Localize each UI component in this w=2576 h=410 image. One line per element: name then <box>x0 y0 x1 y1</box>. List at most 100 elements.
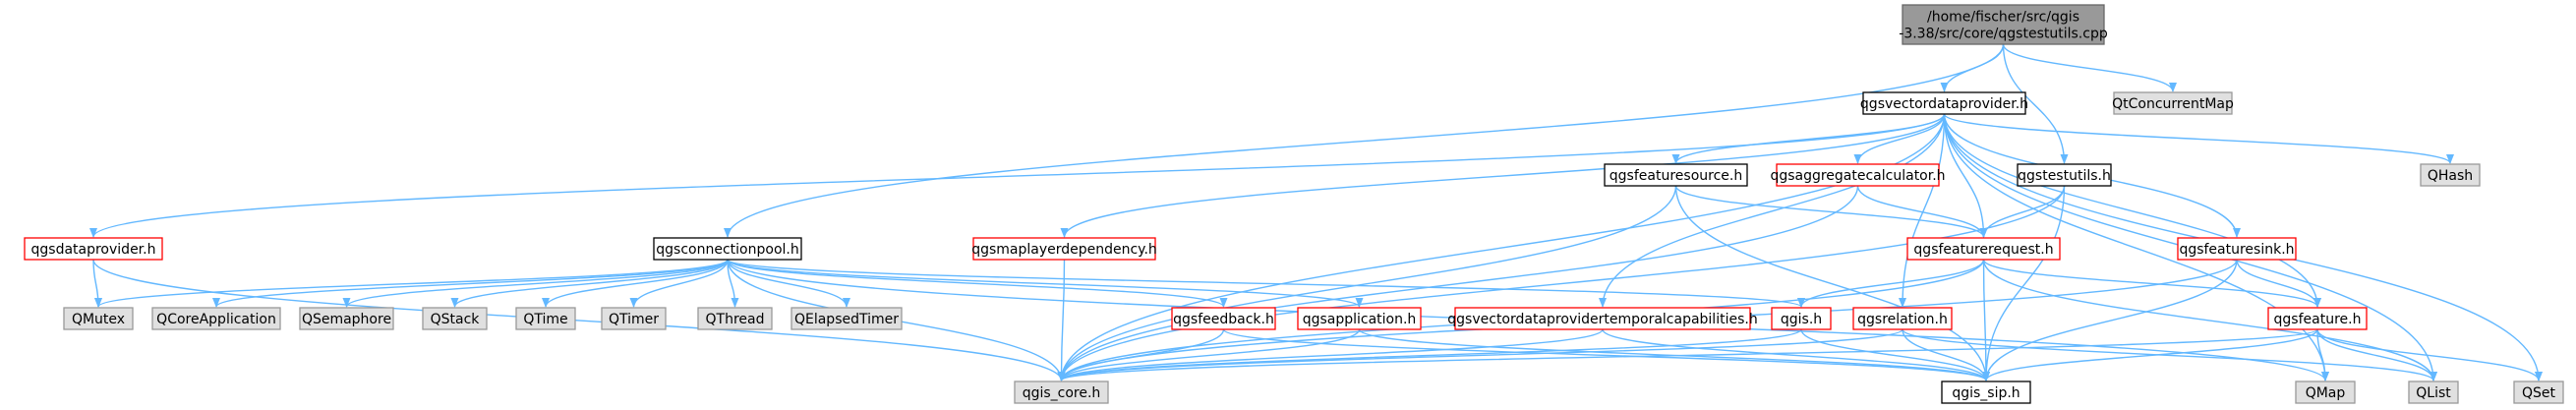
node-box-qgsvectordataprovider <box>1862 91 2026 115</box>
node-box-qgsconnectionpool <box>653 237 802 261</box>
edge-qgsfeature-to-qmap <box>2316 328 2329 381</box>
edge-qgsfeature-to-qlist <box>2316 328 2437 381</box>
node-label-qcoreapplication: QCoreApplication <box>156 312 276 327</box>
node-box-qtimer <box>601 307 667 330</box>
node-qgsfeature[interactable]: qgsfeature.h <box>2267 307 2368 330</box>
node-qmap: QMap <box>2295 381 2356 404</box>
edge-root-to-qgsconnectionpool <box>724 43 2005 238</box>
node-box-qgsrelation <box>1852 307 1953 330</box>
node-qgsrelation[interactable]: qgsrelation.h <box>1852 307 1953 330</box>
node-qgsfeaturesink[interactable]: qgsfeaturesink.h <box>2177 237 2297 261</box>
edge-qgsfeaturerequest-to-qgis <box>1797 259 1985 308</box>
edge-qgsvectordataprovider-to-qgsmaplayerdependency <box>1060 113 1946 238</box>
node-box-qgstestutils <box>2017 163 2112 187</box>
edge-qgsconnectionpool-to-qelapsedtimer <box>727 259 850 308</box>
edge-qgsvectordataprovider-to-qgsfeaturerequest <box>1943 113 1988 238</box>
node-box-qgis_sip <box>1941 381 2031 404</box>
node-label-qgsmaplayerdependency: qgsmaplayerdependency.h <box>971 242 1157 258</box>
node-box-qgsfeaturerequest <box>1906 237 2061 261</box>
node-label-qgis_core: qgis_core.h <box>1023 385 1101 401</box>
node-qgsfeedback[interactable]: qgsfeedback.h <box>1171 307 1276 330</box>
node-qgsvectordataprovidertemporalcapabilities[interactable]: qgsvectordataprovidertemporalcapabilitie… <box>1447 307 1758 330</box>
node-label-qtconcurrentmap: QtConcurrentMap <box>2112 96 2234 112</box>
edge-qgsvectordataprovider-to-qmap <box>1943 113 2329 381</box>
edge-qgsmaplayerdependency-to-qgis_core <box>1057 259 1066 381</box>
node-qgsdataprovider[interactable]: qgsdataprovider.h <box>24 237 163 261</box>
edge-qgsvectordataprovider-to-qhash <box>1943 113 2454 164</box>
node-label-qgsfeaturesink: qgsfeaturesink.h <box>2179 242 2294 258</box>
edge-qgsconnectionpool-to-qthread <box>727 259 739 308</box>
edge-qgsaggregatecalculator-to-qgis_core <box>1057 185 1859 381</box>
node-qgis[interactable]: qgis.h <box>1771 307 1832 330</box>
edge-qgsfeaturerequest-to-qgis_sip <box>1981 259 1990 381</box>
edge-qgsvectordataprovidertemporalcapabilities-to-qgis_sip <box>1602 328 1990 381</box>
node-label-qgsapplication: qgsapplication.h <box>1303 312 1417 327</box>
edge-qgsfeaturesource-to-qgis_sip <box>1674 185 1990 381</box>
node-qcoreapplication: QCoreApplication <box>151 307 281 330</box>
node-label-qgsfeedback: qgsfeedback.h <box>1173 312 1274 327</box>
edge-qgstestutils-to-qgis_core <box>1057 185 2066 381</box>
edge-qgsvectordataprovider-to-qgsfeaturesource <box>1671 113 1946 164</box>
node-box-qgsvectordataprovidertemporalcapabilities <box>1454 307 1751 330</box>
edge-qgsfeaturesink-to-qgis_sip <box>1982 259 2238 381</box>
node-box-qgsdataprovider <box>24 237 163 261</box>
node-qgsapplication[interactable]: qgsapplication.h <box>1297 307 1422 330</box>
node-label-qelapsedtimer: QElapsedTimer <box>794 312 899 327</box>
edge-qgsapplication-to-qgis_core <box>1057 328 1361 381</box>
node-root[interactable]: /home/fischer/src/qgis-3.38/src/core/qgs… <box>1899 4 2108 45</box>
edge-root-to-qtconcurrentmap <box>2002 43 2177 92</box>
edge-qgsconnectionpool-to-qtime <box>542 259 729 308</box>
node-label-qlist: QList <box>2416 385 2451 401</box>
edge-qgsconnectionpool-to-qgis <box>727 259 1805 308</box>
node-box-root <box>1902 4 2105 45</box>
node-box-qgis_core <box>1014 381 1109 404</box>
edge-qgsconnectionpool-to-qgsapplication <box>727 259 1364 308</box>
node-qset: QSet <box>2513 381 2564 404</box>
node-label-qgis_sip: qgis_sip.h <box>1952 385 2020 401</box>
node-qtime: QTime <box>515 307 576 330</box>
node-label-qgsdataprovider: qgsdataprovider.h <box>31 242 156 258</box>
node-box-qsemaphore <box>299 307 394 330</box>
node-label-qtimer: QTimer <box>609 312 659 327</box>
node-qgsmaplayerdependency[interactable]: qgsmaplayerdependency.h <box>971 237 1157 261</box>
edge-qgsfeaturerequest-to-qlist <box>1982 259 2437 381</box>
node-qgsconnectionpool[interactable]: qgsconnectionpool.h <box>653 237 802 261</box>
node-label-qmutex: QMutex <box>72 312 125 327</box>
node-qgsfeaturerequest[interactable]: qgsfeaturerequest.h <box>1906 237 2061 261</box>
node-qgsvectordataprovider[interactable]: qgsvectordataprovider.h <box>1860 91 2028 115</box>
node-qtconcurrentmap: QtConcurrentMap <box>2112 91 2234 115</box>
node-label-qgsfeaturesource: qgsfeaturesource.h <box>1610 168 1742 184</box>
edge-qgsconnectionpool-to-qmutex <box>94 259 729 308</box>
edge-qgsvectordataprovider-to-qgsdataprovider <box>89 113 1946 238</box>
edge-qgsvectordataprovider-to-qgsvectordataprovidertemporalcapabilities <box>1599 113 1946 308</box>
node-label-qstack: QStack <box>431 312 481 327</box>
edge-qgstestutils-to-qgis_sip <box>1982 185 2066 381</box>
node-qgsaggregatecalculator[interactable]: qgsaggregatecalculator.h <box>1770 163 1946 187</box>
node-box-qgsfeature <box>2267 307 2368 330</box>
edge-qgsconnectionpool-to-qstack <box>450 259 729 308</box>
node-box-qlist <box>2408 381 2459 404</box>
node-qgis_sip[interactable]: qgis_sip.h <box>1941 381 2031 404</box>
node-box-qtime <box>515 307 576 330</box>
node-qgsfeaturesource[interactable]: qgsfeaturesource.h <box>1604 163 1748 187</box>
node-label-qtime: QTime <box>523 312 567 327</box>
node-label-qgsvectordataprovidertemporalcapabilities: qgsvectordataprovidertemporalcapabilitie… <box>1447 312 1757 327</box>
edge-qgsfeaturesink-to-qgsfeature <box>2236 259 2321 308</box>
node-box-qcoreapplication <box>151 307 281 330</box>
node-box-qhash <box>2420 163 2481 187</box>
edge-qgsrelation-to-qgis_core <box>1057 328 1903 381</box>
edge-qgsfeature-to-qgis_sip <box>1982 328 2318 381</box>
node-qtimer: QTimer <box>601 307 667 330</box>
node-label-qsemaphore: QSemaphore <box>302 312 391 327</box>
edge-qgsconnectionpool-to-qgsfeedback <box>727 259 1228 308</box>
node-qgstestutils[interactable]: qgstestutils.h <box>2017 163 2112 187</box>
edge-qgsvectordataprovidertemporalcapabilities-to-qgis_core <box>1057 328 1604 381</box>
node-box-qtconcurrentmap <box>2113 91 2233 115</box>
edge-qgsfeaturerequest-to-qgsfeature <box>1982 259 2321 308</box>
edge-qgsconnectionpool-to-qsemaphore <box>342 259 729 308</box>
node-label-qthread: QThread <box>706 312 765 327</box>
node-box-qgsaggregatecalculator <box>1776 163 1940 187</box>
node-box-qgsfeedback <box>1171 307 1276 330</box>
edge-root-to-qgstestutils <box>2002 43 2069 164</box>
node-label-qgsfeature: qgsfeature.h <box>2274 312 2362 327</box>
